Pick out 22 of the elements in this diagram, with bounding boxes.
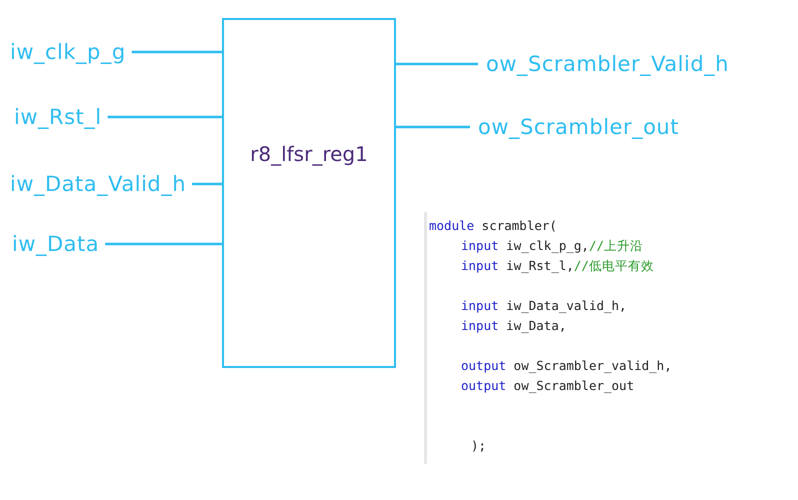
signal-line (132, 50, 222, 54)
input-signal-label: iw_clk_p_g (10, 40, 126, 64)
module-name: r8_lfsr_reg1 (249, 142, 369, 166)
code-line: input iw_Data_valid_h, (461, 298, 627, 313)
code-line: input iw_Rst_l,//低电平有效 (461, 258, 654, 275)
signal-line (105, 242, 222, 246)
signal-line (108, 116, 222, 118)
module-block (222, 18, 396, 368)
output-signal-label: ow_Scrambler_Valid_h (486, 52, 729, 76)
code-line: output ow_Scrambler_out (461, 378, 634, 393)
signal-line (396, 126, 470, 128)
code-line: input iw_Data, (461, 318, 566, 333)
input-signal-label: iw_Rst_l (14, 105, 102, 129)
signal-line (192, 182, 222, 186)
signal-line (396, 62, 478, 66)
input-signal-label: iw_Data (12, 232, 100, 256)
code-line: output ow_Scrambler_valid_h, (461, 358, 672, 373)
output-signal-label: ow_Scrambler_out (478, 115, 679, 139)
code-line: ); (471, 438, 486, 453)
input-signal-label: iw_Data_Valid_h (10, 172, 186, 196)
code-line: input iw_clk_p_g,//上升沿 (461, 238, 644, 255)
code-line: module scrambler( (429, 218, 557, 233)
